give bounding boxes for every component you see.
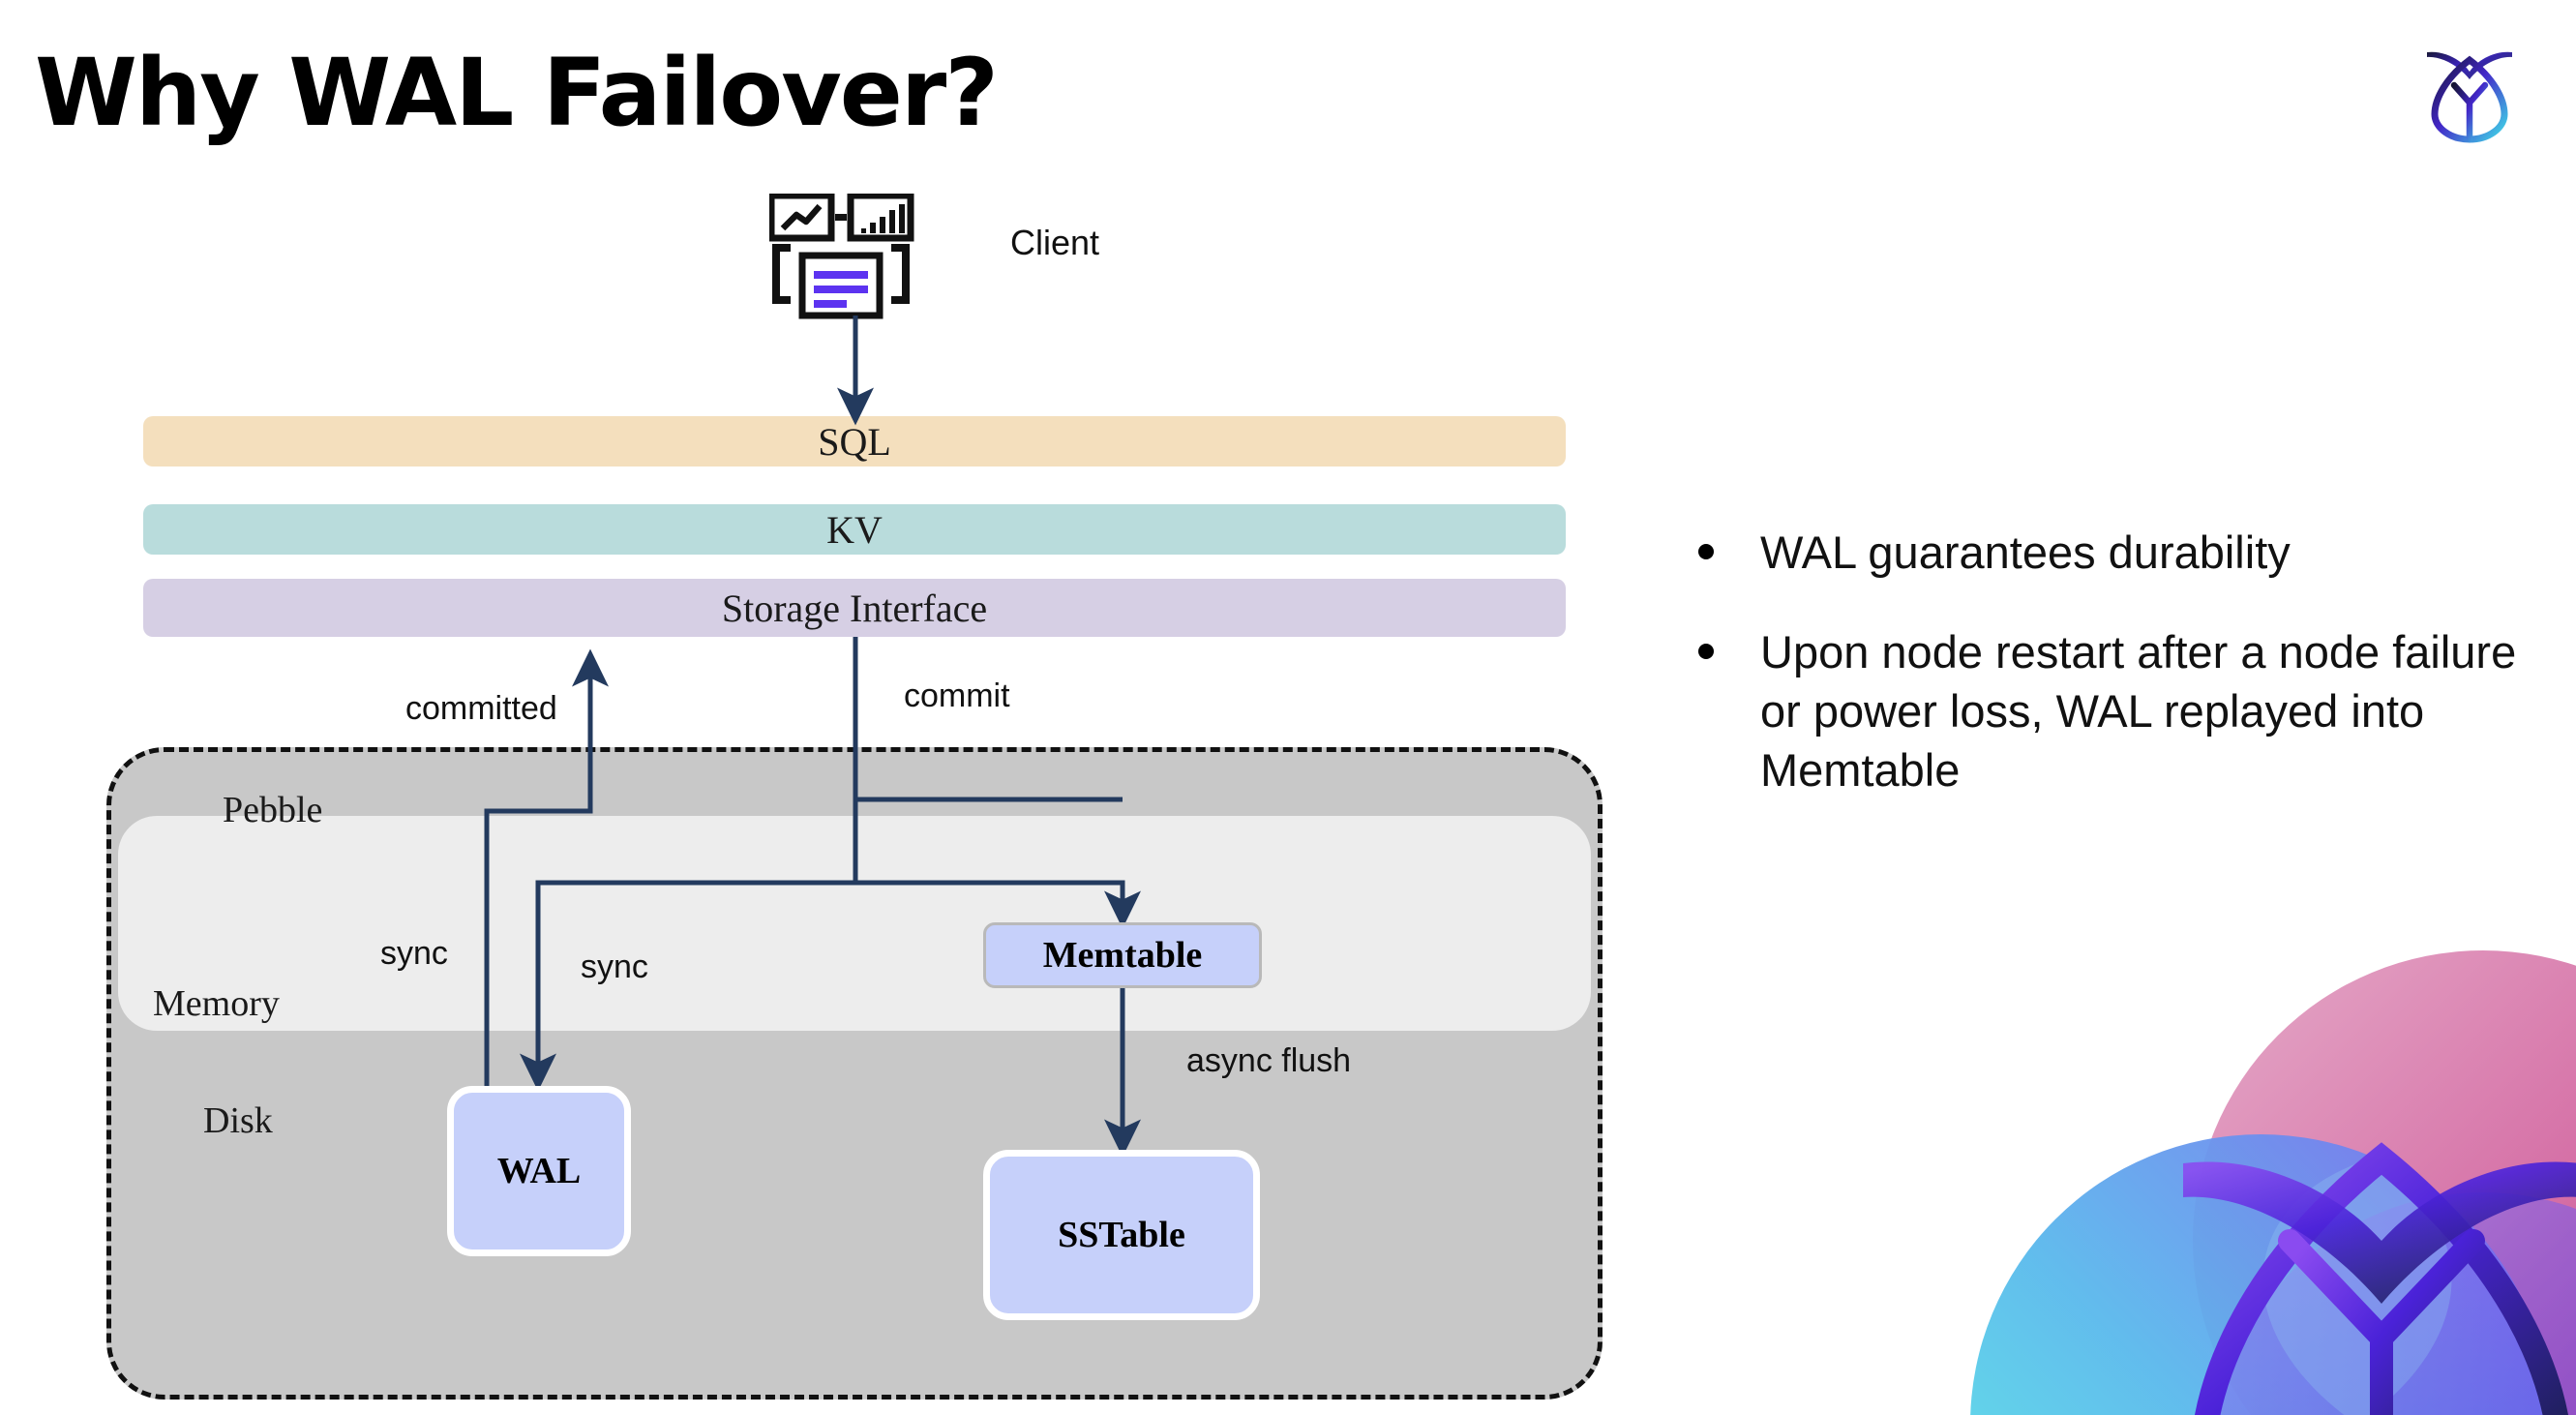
- layer-label-kv: KV: [826, 507, 883, 552]
- page-title: Why WAL Failover?: [35, 39, 999, 147]
- layer-bar-storage-interface: Storage Interface: [143, 579, 1566, 637]
- edge-label-commit: commit: [904, 677, 1010, 714]
- memory-region: [118, 816, 1591, 1031]
- node-label-wal: WAL: [496, 1151, 582, 1191]
- edge-label-async-flush: async flush: [1186, 1042, 1352, 1079]
- layer-bar-kv: KV: [143, 504, 1566, 555]
- layer-label-sql: SQL: [818, 419, 891, 464]
- bullet-text: WAL guarantees durability: [1760, 527, 2291, 578]
- layer-label-storage-interface: Storage Interface: [721, 586, 988, 630]
- bullet-list: WAL guarantees durability Upon node rest…: [1698, 523, 2531, 840]
- edge-label-committed: committed: [405, 690, 557, 727]
- node-memtable: Memtable: [983, 922, 1262, 988]
- node-sstable: SSTable: [983, 1150, 1260, 1320]
- list-item: Upon node restart after a node failure o…: [1698, 622, 2531, 799]
- node-wal: WAL: [447, 1086, 631, 1256]
- edge-label-sync-1: sync: [380, 935, 448, 972]
- memory-label: Memory: [153, 983, 280, 1024]
- gradient-circles-decoration: [1970, 950, 2576, 1415]
- bullet-dot-icon: [1698, 644, 1714, 660]
- bullet-dot-icon: [1698, 544, 1714, 559]
- pebble-label: Pebble: [223, 790, 323, 830]
- client-label: Client: [1010, 223, 1100, 262]
- bullet-text: Upon node restart after a node failure o…: [1760, 626, 2517, 797]
- client-dashboard-icon: [769, 194, 914, 319]
- cockroach-leaf-logo-icon: [2427, 51, 2512, 143]
- edge-label-sync-2: sync: [581, 948, 648, 985]
- disk-label: Disk: [203, 1100, 273, 1141]
- node-label-sstable: SSTable: [1058, 1215, 1185, 1255]
- node-label-memtable: Memtable: [1042, 935, 1203, 976]
- list-item: WAL guarantees durability: [1698, 523, 2531, 582]
- layer-bar-sql: SQL: [143, 416, 1566, 467]
